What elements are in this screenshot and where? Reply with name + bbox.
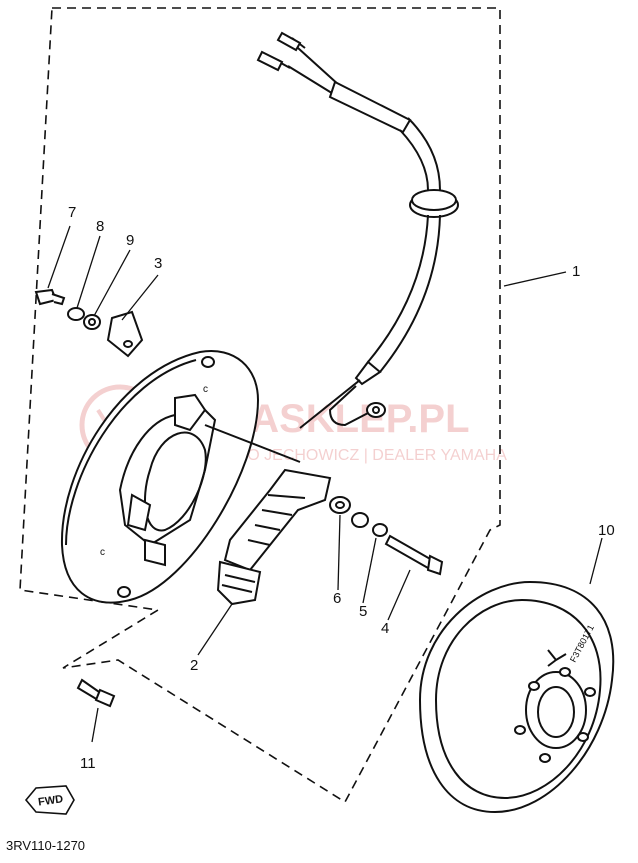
callout-11: 11 [80,755,96,772]
fwd-arrow-label: FWD [37,793,64,808]
fwd-arrow-icon: FWD [24,785,75,815]
callout-6: 6 [333,590,341,607]
source-coil [216,468,332,606]
diagram-part-code: 3RV110-1270 [6,838,86,853]
callout-7: 7 [68,204,76,221]
callout-5: 5 [359,603,367,620]
watermark-dealer: MOTO JECHOWICZ | DEALER YAMAHA [212,447,507,464]
callout-4: 4 [381,620,389,637]
wire-harness [256,31,459,429]
flywheel-rotor [418,580,615,814]
yamaha-tuning-fork-icon [547,649,567,667]
svg-text:c: c [203,384,208,395]
small-hardware [34,288,444,708]
callout-2: 2 [190,657,198,674]
callout-3: 3 [154,255,162,272]
callout-10: 10 [598,522,615,539]
callout-1: 1 [572,263,580,280]
stator-base-plate: c c [60,350,301,604]
callouts: 7 8 9 3 1 2 6 5 4 10 11 [68,204,615,772]
assembly-boundary [19,7,501,804]
callout-8: 8 [96,218,104,235]
leader-lines [47,225,603,743]
svg-text:c: c [100,547,105,558]
callout-9: 9 [126,232,134,249]
